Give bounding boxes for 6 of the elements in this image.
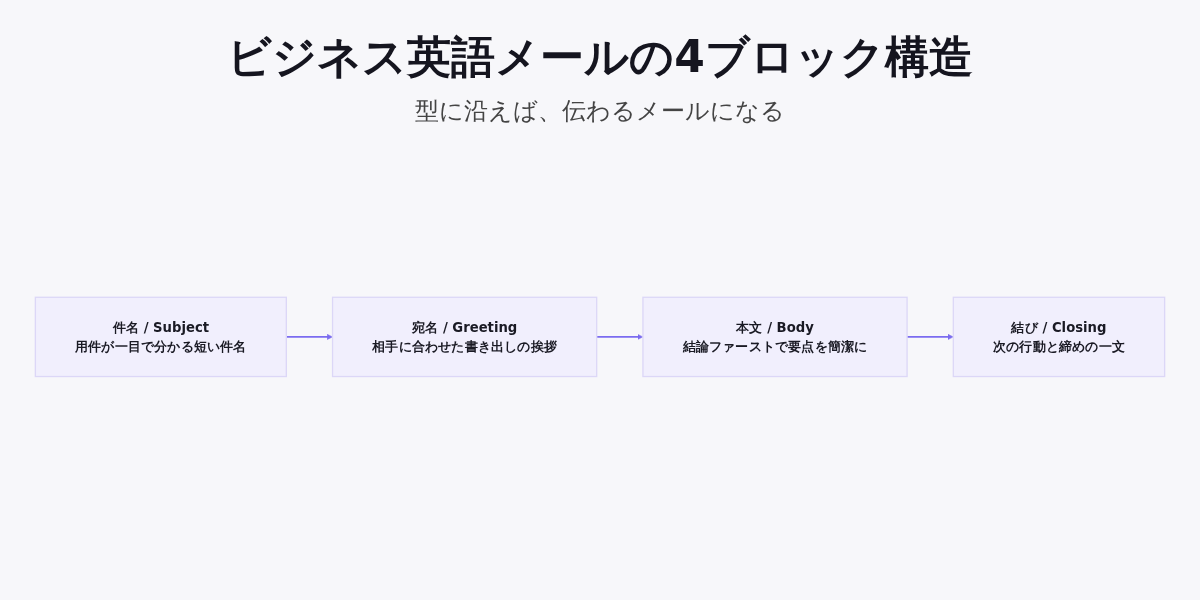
node-box: 本文 / Body 結論ファーストで要点を簡潔に — [642, 296, 908, 378]
node-box: 件名 / Subject 用件が一目で分かる短い件名 — [34, 296, 287, 378]
title: ビジネス英語メールの4ブロック構造 — [226, 30, 974, 84]
node-box: 宛名 / Greeting 相手に合わせた書き出しの挨拶 — [331, 296, 598, 378]
node-box: 結び / Closing 次の行動と締めの一文 — [952, 296, 1166, 378]
subtitle: 型に沿えば、伝わるメールになる — [414, 96, 786, 127]
